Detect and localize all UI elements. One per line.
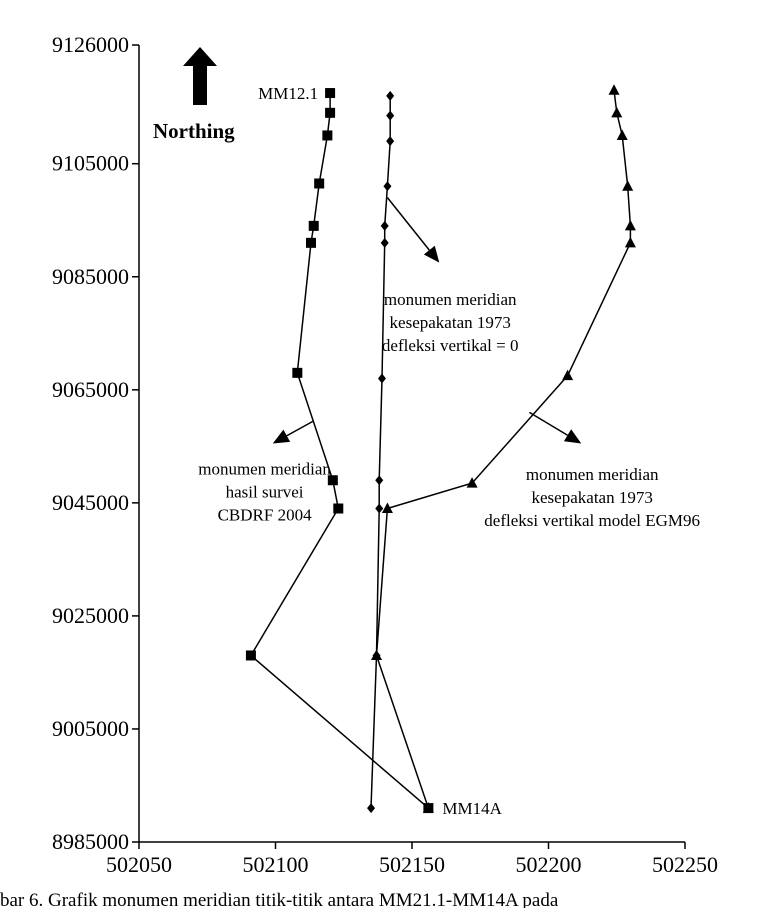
triangle-marker	[466, 477, 478, 488]
annotation-layer: monumen meridian kesepakatan 1973 defleksi…	[198, 197, 700, 530]
square-marker	[325, 88, 336, 99]
triangle-marker	[624, 236, 636, 248]
triangle-marker	[381, 502, 393, 514]
triangle-marker	[608, 84, 620, 95]
north-arrow-icon	[183, 47, 217, 105]
series-line	[375, 90, 632, 809]
diamond-marker	[386, 136, 395, 147]
y-tick-label: 9085000	[52, 264, 129, 289]
figure-caption: bar 6. Grafik monumen meridian titik-tit…	[0, 890, 559, 908]
triangle-marker	[622, 180, 634, 191]
north-arrow-label: Northing	[153, 119, 235, 143]
annotation-line: monumen meridian	[526, 465, 659, 484]
series-triangle	[371, 84, 636, 813]
series-square	[245, 88, 434, 814]
diamond-marker	[377, 373, 386, 384]
diamond-marker	[383, 181, 392, 192]
annotation: monumen meridian kesepakatan 1973 defleksi…	[484, 411, 700, 530]
triangle-marker	[422, 802, 434, 813]
x-tick-label: 502050	[106, 852, 172, 877]
point-label: MM12.1	[258, 84, 318, 103]
y-tick-label: 9045000	[52, 490, 129, 515]
square-marker	[308, 220, 319, 231]
diamond-marker	[375, 503, 384, 514]
x-tick-label: 502150	[379, 852, 445, 877]
square-marker	[305, 237, 316, 248]
triangle-marker	[624, 219, 636, 231]
annotation-line: defleksi vertikal = 0	[382, 336, 519, 355]
annotation-arrow-line	[529, 411, 568, 436]
diamond-marker	[367, 803, 376, 814]
y-tick-label: 8985000	[52, 829, 129, 854]
arrow-head-icon	[423, 245, 440, 263]
square-marker	[327, 475, 338, 486]
triangle-marker	[611, 106, 623, 118]
diamond-marker	[386, 90, 395, 101]
annotation-line: CBDRF 2004	[218, 506, 312, 525]
diamond-marker	[380, 237, 389, 248]
annotation-line: kesepakatan 1973	[532, 488, 653, 507]
north-arrow: Northing	[153, 47, 235, 143]
y-tick-label: 9105000	[52, 151, 129, 176]
y-tick-label: 9065000	[52, 377, 129, 402]
arrow-head-icon	[272, 429, 291, 444]
square-marker	[322, 130, 333, 141]
square-marker	[325, 107, 336, 118]
annotation-line: defleksi vertikal model EGM96	[484, 511, 700, 530]
series-line	[370, 95, 391, 809]
annotation-line: hasil survei	[226, 483, 304, 502]
annotation-arrow-line	[286, 420, 315, 437]
diamond-marker	[386, 110, 395, 121]
y-tick-label: 9025000	[52, 603, 129, 628]
square-marker	[245, 650, 256, 661]
x-tick-label: 502100	[243, 852, 309, 877]
series-line	[249, 93, 429, 809]
triangle-marker	[616, 129, 628, 140]
square-marker	[292, 367, 303, 378]
annotation-arrow-line	[386, 197, 430, 251]
annotation: monumen meridian kesepakatan 1973 defleksi…	[382, 197, 519, 355]
square-marker	[333, 503, 344, 514]
x-tick-label: 502250	[652, 852, 718, 877]
y-tick-label: 9126000	[52, 32, 129, 57]
arrow-head-icon	[563, 429, 582, 444]
annotation-line: monumen meridian	[384, 290, 517, 309]
point-label: MM14A	[442, 799, 502, 818]
triangle-marker	[371, 649, 383, 660]
diamond-marker	[380, 220, 389, 231]
series-diamond	[367, 90, 395, 814]
triangle-marker	[562, 369, 574, 381]
annotation-line: monumen meridian	[198, 460, 331, 479]
x-tick-label: 502200	[516, 852, 582, 877]
axes: 9126000 9105000 9085000 9065000 9045000 90250…	[52, 32, 718, 877]
diamond-marker	[375, 475, 384, 486]
square-marker	[314, 178, 325, 189]
y-tick-label: 9005000	[52, 716, 129, 741]
annotation-line: kesepakatan 1973	[390, 313, 511, 332]
